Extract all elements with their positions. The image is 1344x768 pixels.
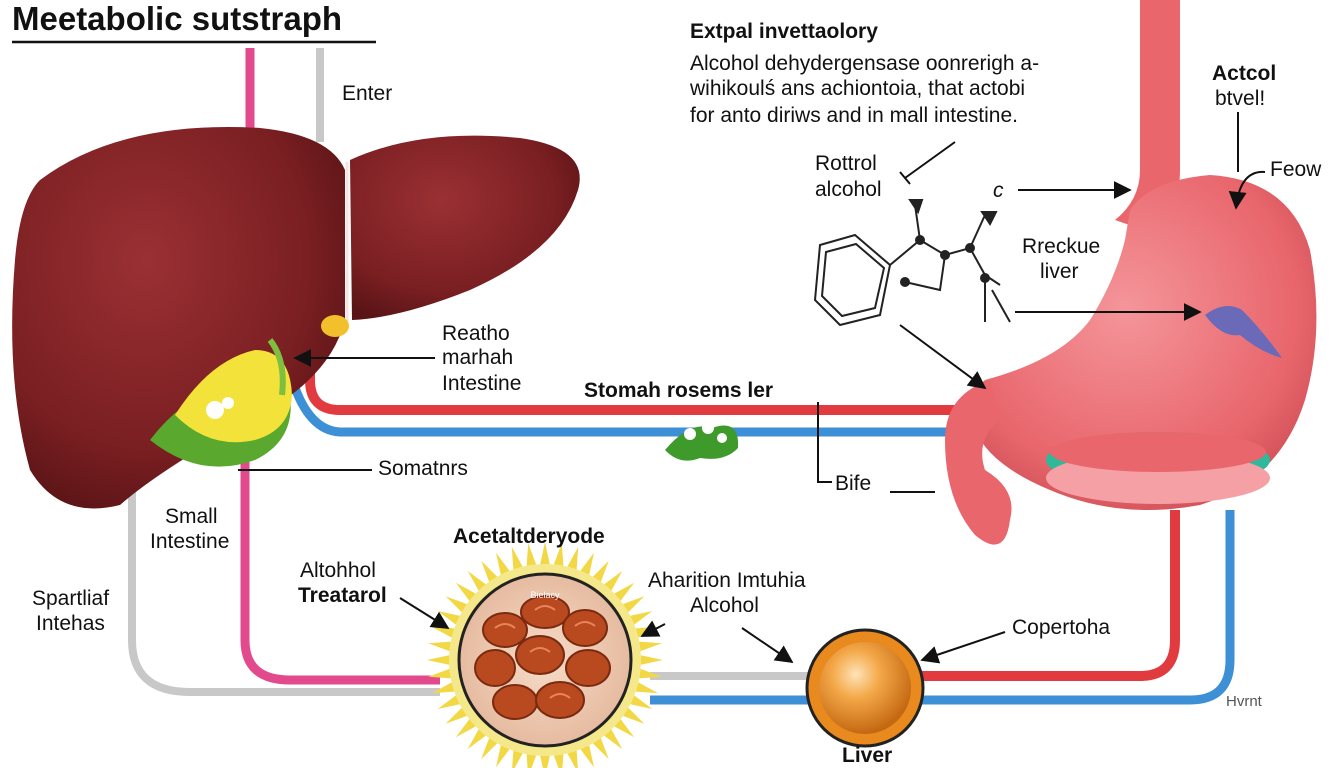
info-line-2: wihikoulś ans achiontoia, that actobi <box>689 77 1025 100</box>
label-reckue: Rreckue <box>1022 235 1100 258</box>
sun-ray <box>455 582 476 601</box>
label-alcohol-treat-2: Treatarol <box>298 584 387 607</box>
sun-ray <box>592 738 609 760</box>
label-liver-top: liver <box>1040 260 1079 283</box>
sun-ray <box>540 542 550 565</box>
sun-ray <box>437 695 460 710</box>
sun-ray <box>495 552 510 575</box>
label-small-intestine: Intestine <box>150 530 229 553</box>
sun-ray <box>467 570 486 591</box>
sun-ray-icon <box>427 542 663 768</box>
sun-ray <box>592 560 609 582</box>
molecule-structure-icon <box>813 199 1011 327</box>
sun-ray <box>604 729 623 750</box>
sun-ray <box>445 707 467 724</box>
sun-ray <box>428 641 451 652</box>
intestine-coil-icon <box>474 595 611 720</box>
sun-ray <box>567 750 578 768</box>
sun-ray <box>512 750 523 768</box>
info-line-3: for anto diriws and in mall intestine. <box>690 104 1018 127</box>
sun-ray <box>455 719 476 738</box>
label-aharition-2: Alcohol <box>690 594 759 617</box>
sun-ray <box>614 719 635 738</box>
sun-ray <box>640 655 663 665</box>
sun-ray <box>635 682 659 694</box>
sun-ray <box>428 668 451 679</box>
label-bife: Bife <box>835 472 871 495</box>
label-aharition-1: Aharition Imtuhia <box>648 569 806 592</box>
sun-ray <box>553 543 564 566</box>
label-copertoha: Copertoha <box>1012 616 1110 639</box>
sun-ray <box>580 552 595 575</box>
label-intestine: Intestine <box>442 372 521 395</box>
diagram-title: Meetabolic sutstraph <box>12 0 342 37</box>
liver-organ <box>12 127 580 509</box>
label-spartliaf: Spartliaf <box>32 587 109 610</box>
sun-ray <box>580 745 595 768</box>
sun-ray <box>614 582 635 601</box>
label-intehas: Intehas <box>36 612 105 635</box>
label-alcohol: alcohol <box>815 178 882 201</box>
label-rottrol: Rottrol <box>815 152 877 175</box>
coil-blob-text: Bielacy <box>530 590 560 600</box>
sun-ray <box>526 543 537 566</box>
sun-ray <box>639 641 662 652</box>
label-reatho: Reatho <box>442 322 510 345</box>
sun-ray <box>639 668 662 679</box>
label-somatnrs: Somatnrs <box>378 457 468 480</box>
sun-ray <box>481 560 498 582</box>
label-actcol: Actcol <box>1212 62 1276 85</box>
sun-ray <box>431 682 455 694</box>
sun-ray <box>431 626 455 638</box>
sun-ray <box>567 546 579 570</box>
info-line-1: Alcohol dehydergensase oonrerigh a- <box>690 52 1039 75</box>
stomach-organ <box>945 0 1317 545</box>
annotation-arrows <box>238 112 1266 664</box>
sun-ray <box>526 754 537 768</box>
sun-ray <box>630 695 653 710</box>
label-hvrnt: Hvrnt <box>1226 693 1263 710</box>
label-acetaldehyde: Acetaltderyode <box>453 525 605 548</box>
label-alcohol-treat-1: Altohhol <box>300 559 376 582</box>
label-marhah: marhah <box>442 346 513 369</box>
label-btvel: btvel! <box>1215 87 1265 110</box>
label-small: Small <box>165 505 218 528</box>
sun-ray <box>427 655 450 665</box>
sun-ray <box>604 570 623 591</box>
sun-ray <box>495 745 510 768</box>
label-c-mark: c <box>993 179 1004 202</box>
sun-ray <box>540 755 550 768</box>
sun-ray <box>467 729 486 750</box>
sun-ray <box>511 546 523 570</box>
label-liver-bottom: Liver <box>842 744 892 767</box>
info-heading: Extpal invettaolory <box>690 20 878 43</box>
stomach-caption: Stomah rosems ler <box>584 379 773 402</box>
sun-ray <box>623 596 645 613</box>
sun-ray <box>630 610 653 625</box>
label-enter: Enter <box>342 82 392 105</box>
sun-ray <box>445 596 467 613</box>
sphere-icon <box>805 628 925 748</box>
label-feow: Feow <box>1270 158 1322 181</box>
sun-ray <box>623 707 645 724</box>
leaf-tissue <box>665 422 739 461</box>
acetaldehyde-organ: Bielacy <box>427 542 663 768</box>
sun-ray <box>481 738 498 760</box>
gallbladder-tissue <box>150 338 292 467</box>
sun-ray <box>553 754 564 768</box>
